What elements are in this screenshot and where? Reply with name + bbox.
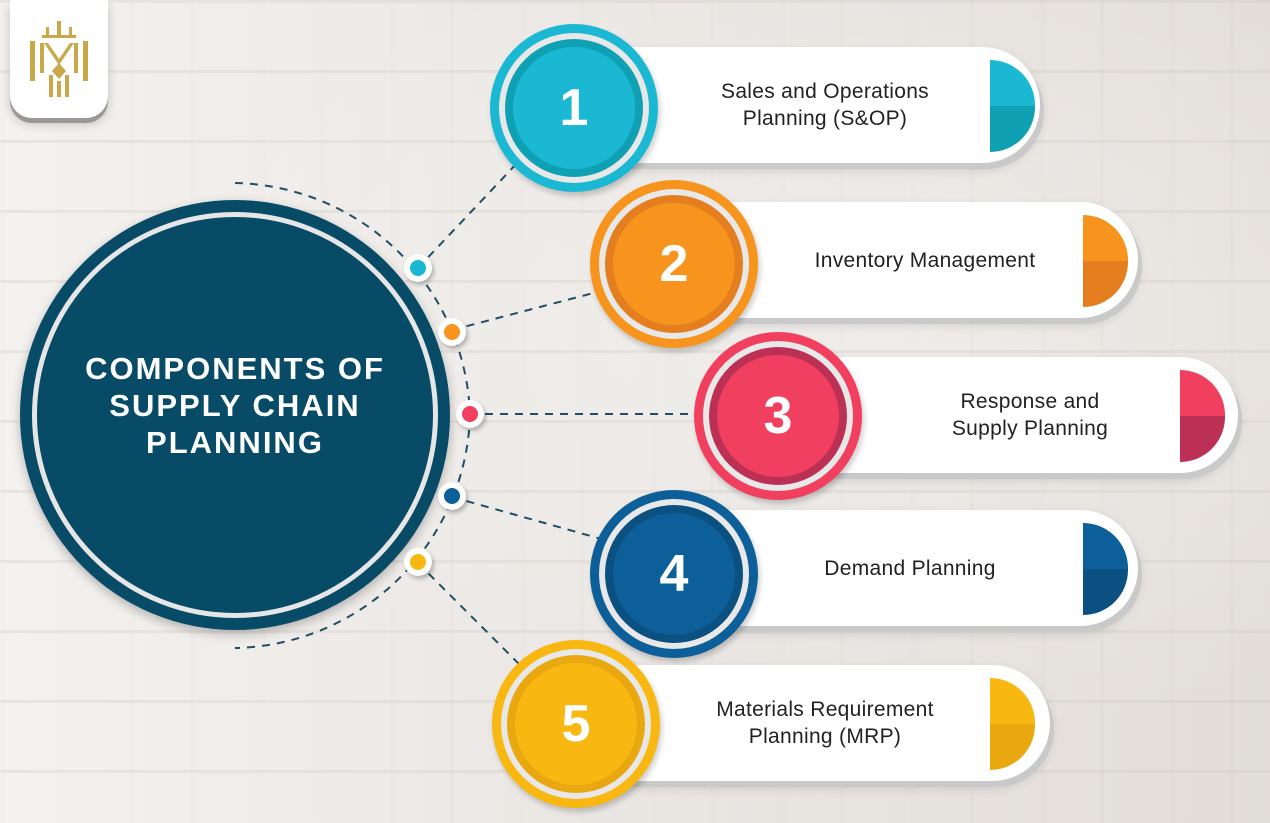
connector-dot-3: [456, 400, 484, 428]
connector-dot-4: [438, 482, 466, 510]
hub-title-line: PLANNING: [146, 424, 324, 460]
number-4: 4: [613, 513, 735, 635]
number-2: 2: [613, 203, 735, 325]
accent-half-circle: [990, 678, 1035, 770]
hub-inner: COMPONENTS OF SUPPLY CHAIN PLANNING: [42, 222, 428, 608]
connector-dot-1: [404, 254, 432, 282]
hub-title: COMPONENTS OF SUPPLY CHAIN PLANNING: [55, 350, 415, 461]
brand-logo: [10, 0, 108, 118]
connector-dot-5: [404, 548, 432, 576]
number-1: 1: [513, 47, 635, 169]
component-label: Inventory Management: [814, 248, 1036, 272]
accent-half-circle: [1180, 370, 1225, 462]
hub-title-line: COMPONENTS OF: [85, 350, 385, 386]
number-badge-2: 2: [590, 180, 758, 348]
crown-shield-logo-icon: [30, 21, 88, 97]
component-label: Demand Planning: [824, 556, 996, 580]
number-badge-4: 4: [590, 490, 758, 658]
number-badge-5: 5: [492, 640, 660, 808]
central-hub: COMPONENTS OF SUPPLY CHAIN PLANNING: [20, 200, 450, 630]
number-badge-3: 3: [694, 332, 862, 500]
accent-half-circle: [1083, 523, 1128, 615]
accent-half-circle: [990, 60, 1035, 152]
number-badge-1: 1: [490, 24, 658, 192]
connector-dot-2: [438, 318, 466, 346]
number-5: 5: [515, 663, 637, 785]
accent-half-circle: [1083, 215, 1128, 307]
hub-title-line: SUPPLY CHAIN: [109, 387, 361, 423]
number-3: 3: [717, 355, 839, 477]
hub-ring: [32, 212, 438, 618]
